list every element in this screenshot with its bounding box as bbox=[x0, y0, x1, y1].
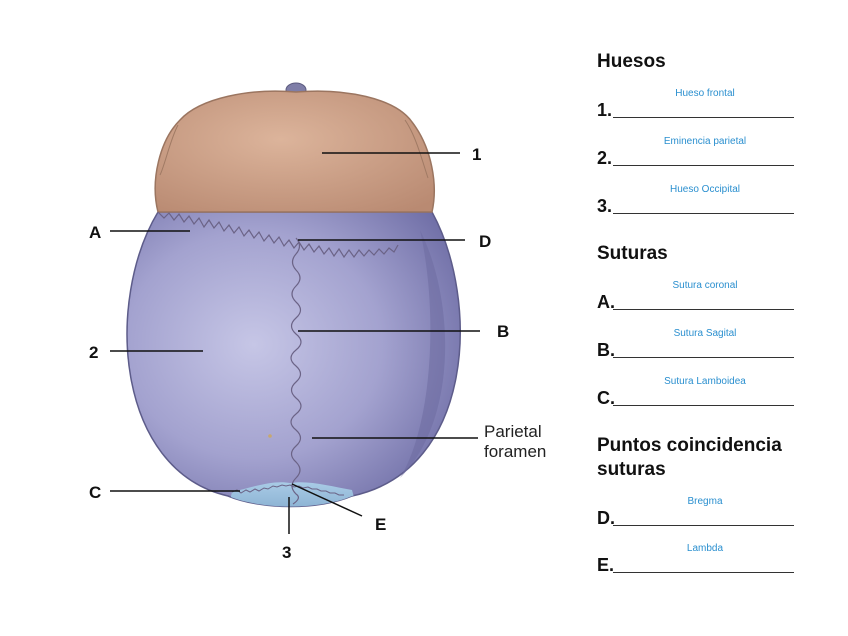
answer-line bbox=[613, 572, 794, 573]
entry-letter: B. bbox=[597, 340, 615, 360]
entry-sutura-c[interactable]: C. Sutura Lamboidea bbox=[597, 376, 797, 408]
label-1: 1 bbox=[472, 145, 481, 164]
coronal-suture bbox=[157, 211, 399, 259]
entry-answer: Eminencia parietal bbox=[663, 136, 747, 147]
answer-line bbox=[613, 405, 794, 406]
entry-letter: A. bbox=[597, 292, 615, 312]
entry-answer: Sutura Lamboidea bbox=[664, 376, 746, 387]
frontal-brow-right bbox=[404, 119, 429, 179]
frontal-bone bbox=[154, 90, 435, 213]
entry-punto-e[interactable]: E. Lambda bbox=[597, 543, 797, 575]
answer-line bbox=[613, 525, 794, 526]
answer-line bbox=[613, 117, 794, 118]
label-b: B bbox=[497, 322, 509, 341]
entry-letter: 3. bbox=[597, 196, 613, 216]
entry-sutura-b[interactable]: B. Sutura Sagital bbox=[597, 328, 797, 360]
answer-line bbox=[613, 309, 794, 310]
entry-answer: Lambda bbox=[686, 543, 724, 554]
entry-letter: D. bbox=[597, 508, 615, 528]
label-c: C bbox=[89, 483, 101, 502]
label-e: E bbox=[375, 515, 386, 534]
entry-letter: 2. bbox=[597, 148, 613, 168]
heading-huesos: Huesos bbox=[597, 51, 666, 72]
label-parietal-foramen-line1: Parietal bbox=[484, 422, 542, 441]
entry-answer: Hueso Occipital bbox=[669, 184, 741, 195]
heading-puntos-line1: Puntos coincidencia bbox=[597, 435, 782, 456]
entry-letter: C. bbox=[597, 388, 615, 408]
entry-answer: Sutura coronal bbox=[672, 280, 738, 291]
answer-line bbox=[613, 357, 794, 358]
label-3: 3 bbox=[282, 543, 291, 562]
parietal-foramen-dot bbox=[268, 434, 272, 438]
label-d: D bbox=[479, 232, 491, 251]
entry-hueso-1[interactable]: 1. Hueso frontal bbox=[597, 88, 797, 120]
sagittal-suture bbox=[290, 237, 302, 505]
frontal-brow-left bbox=[159, 124, 179, 176]
parietal-side-shade bbox=[400, 230, 446, 478]
skull-diagram: 1 A D B 2 Parietal foramen C E 3 bbox=[89, 82, 546, 562]
entry-letter: E. bbox=[597, 555, 615, 575]
heading-suturas: Suturas bbox=[597, 243, 668, 264]
entry-punto-d[interactable]: D. Bregma bbox=[597, 496, 797, 528]
entry-answer: Sutura Sagital bbox=[673, 328, 737, 339]
answer-line bbox=[613, 213, 794, 214]
entry-sutura-a[interactable]: A. Sutura coronal bbox=[597, 280, 797, 312]
entry-answer: Hueso frontal bbox=[675, 88, 735, 99]
lambdoid-suture bbox=[231, 484, 344, 496]
leader-line-e bbox=[291, 483, 363, 517]
occipital-bone bbox=[225, 482, 360, 507]
label-a: A bbox=[89, 223, 101, 242]
label-parietal-foramen-line2: foramen bbox=[484, 442, 546, 461]
entry-hueso-2[interactable]: 2. Eminencia parietal bbox=[597, 136, 797, 168]
entry-letter: 1. bbox=[597, 100, 613, 120]
entry-hueso-3[interactable]: 3. Hueso Occipital bbox=[597, 184, 797, 216]
answer-line bbox=[613, 165, 794, 166]
heading-puntos-line2: suturas bbox=[597, 459, 666, 480]
entry-answer: Bregma bbox=[687, 496, 723, 507]
label-2: 2 bbox=[89, 343, 98, 362]
